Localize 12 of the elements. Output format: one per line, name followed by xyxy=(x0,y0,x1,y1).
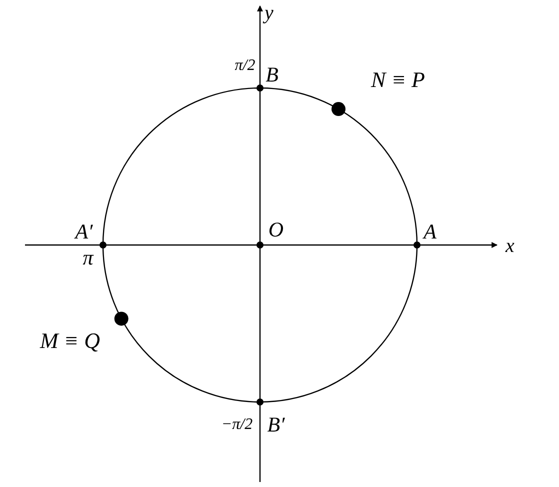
point-label: A xyxy=(424,222,436,242)
point-label: N ≡ P xyxy=(371,69,425,91)
point-label: O xyxy=(268,220,284,240)
angle-label: π/2 xyxy=(234,58,256,74)
point-label: B xyxy=(266,64,278,86)
point-label: B′ xyxy=(267,414,285,436)
axis-label: y xyxy=(264,3,274,23)
point-label: A′ xyxy=(75,222,93,242)
angle-label: π xyxy=(82,248,94,268)
axis-label: x xyxy=(506,236,514,256)
point-label: M ≡ Q xyxy=(40,330,100,352)
angle-label: −π/2 xyxy=(221,417,253,433)
